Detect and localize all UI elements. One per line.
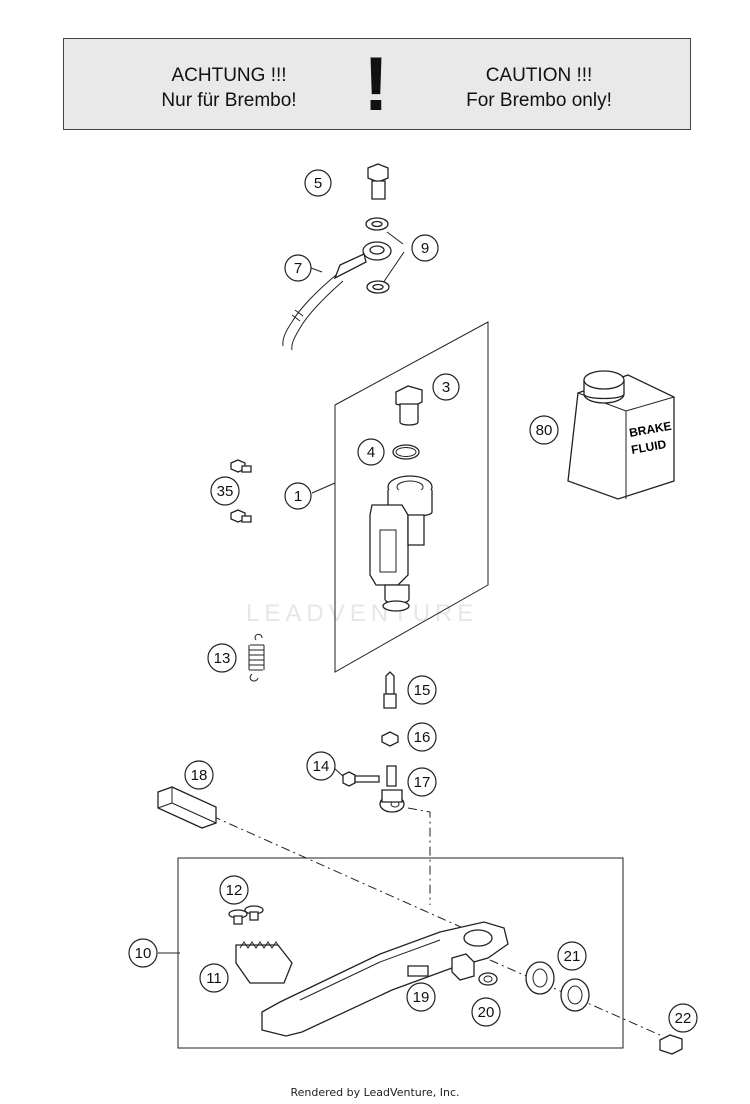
push-rod-part <box>383 671 397 709</box>
shaft-part <box>157 786 217 829</box>
callout-13: 13 <box>207 643 237 673</box>
callout-80: 80 <box>529 415 559 445</box>
clevis-part <box>379 765 405 813</box>
callout-21-label: 21 <box>564 948 581 965</box>
brake-fluid-can-part: BRAKE FLUID <box>567 370 675 500</box>
callout-1: 1 <box>284 482 312 510</box>
assembly-lines <box>211 807 661 1036</box>
exclamation-icon: ! <box>363 42 389 127</box>
callout-13-label: 13 <box>214 650 231 667</box>
caution-german: ACHTUNG !!! Nur für Brembo! <box>119 63 339 113</box>
callout-9-label: 9 <box>421 240 429 257</box>
caution-english-text: For Brembo only! <box>466 90 612 111</box>
spring-part <box>248 633 265 682</box>
callout-3-label: 3 <box>442 379 450 396</box>
callout-14: 14 <box>306 751 336 781</box>
callout-20-label: 20 <box>478 1004 495 1021</box>
callout-5-label: 5 <box>314 175 322 192</box>
callout-12: 12 <box>219 875 249 905</box>
bearing-part <box>525 961 590 1012</box>
callout-7-label: 7 <box>294 260 302 277</box>
callout-3: 3 <box>432 373 460 401</box>
callout-80-label: 80 <box>536 422 553 439</box>
brake-line-part <box>282 241 392 351</box>
callout-35-label: 35 <box>217 483 234 500</box>
callout-12-label: 12 <box>226 882 243 899</box>
callout-10-label: 10 <box>135 945 152 962</box>
callout-17: 17 <box>407 767 437 797</box>
callout-17-label: 17 <box>414 774 431 791</box>
nut-part <box>381 731 399 747</box>
lock-nut-part <box>659 1034 683 1055</box>
callout-15-label: 15 <box>414 682 431 699</box>
callout-16: 16 <box>407 722 437 752</box>
callout-5: 5 <box>304 169 332 197</box>
callout-4: 4 <box>357 438 385 466</box>
callout-20: 20 <box>471 997 501 1027</box>
master-cylinder-group-frame <box>334 321 489 673</box>
callout-19-label: 19 <box>413 989 430 1006</box>
callout-14-label: 14 <box>313 758 330 775</box>
callout-18-label: 18 <box>191 767 208 784</box>
callout-21: 21 <box>557 941 587 971</box>
can-label-line2: FLUID <box>630 437 668 457</box>
callout-1-label: 1 <box>294 488 302 505</box>
callout-15: 15 <box>407 675 437 705</box>
leader-lines <box>158 231 405 954</box>
callout-11-label: 11 <box>206 970 222 987</box>
callout-22: 22 <box>668 1003 698 1033</box>
callout-16-label: 16 <box>414 729 431 746</box>
step-plate-part <box>235 941 293 984</box>
callout-10: 10 <box>128 938 158 968</box>
pin-part <box>342 771 380 787</box>
step-screw-part <box>228 905 264 925</box>
callout-7: 7 <box>284 254 312 282</box>
screw-part <box>230 459 252 523</box>
master-cylinder-part <box>369 475 433 612</box>
callout-18: 18 <box>184 760 214 790</box>
callout-9: 9 <box>411 234 439 262</box>
caution-german-title: ACHTUNG !!! <box>171 65 287 86</box>
caution-german-text: Nur für Brembo! <box>161 90 297 111</box>
brake-pedal-part <box>261 921 509 1037</box>
callout-35: 35 <box>210 476 240 506</box>
caution-english: CAUTION !!! For Brembo only! <box>429 63 649 113</box>
callout-22-label: 22 <box>675 1010 692 1027</box>
callout-19: 19 <box>406 982 436 1012</box>
sealing-washer-part <box>365 217 390 294</box>
callout-4-label: 4 <box>367 444 375 461</box>
bushing-part <box>478 972 498 986</box>
footer-credit: Rendered by LeadVenture, Inc. <box>290 1086 460 1099</box>
caution-banner: ACHTUNG !!! Nur für Brembo! ! CAUTION !!… <box>63 38 691 130</box>
banjo-bolt-part <box>367 163 389 200</box>
watermark: LEADVENTURE <box>246 600 479 627</box>
fitting-part <box>395 385 423 426</box>
caution-english-title: CAUTION !!! <box>485 65 593 86</box>
callout-11: 11 <box>199 963 229 993</box>
